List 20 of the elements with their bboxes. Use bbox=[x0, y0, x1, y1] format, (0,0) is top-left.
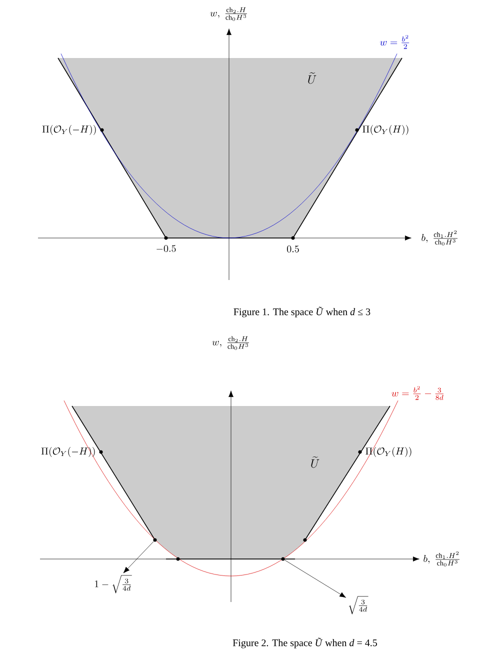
point-label: $\Pi(\mathcal{O}_Y(-H))$ bbox=[41, 447, 95, 458]
axis-label: $b,\ \frac{\mathrm{ch}_1.H^2}{\mathrm{ch}_0H^3}$ bbox=[424, 552, 460, 566]
point-label: $\Pi(\mathcal{O}_Y(H))$ bbox=[362, 125, 408, 135]
arrow bbox=[284, 560, 346, 598]
region-label: $\widetilde{U}$ bbox=[311, 456, 320, 468]
formula-label: $1-\sqrt{\frac{3}{4d}}$ bbox=[95, 575, 132, 594]
tick-label: $-0.5$ bbox=[156, 245, 176, 252]
tick-label: $0.5$ bbox=[287, 246, 299, 252]
region-label: $\widetilde{U}$ bbox=[308, 72, 316, 84]
arrow bbox=[123, 541, 154, 574]
point-label: $\Pi(\mathcal{O}_Y(-H))$ bbox=[42, 125, 96, 135]
figure-caption: Figure 1. The space Ũ when d ≤ 3 bbox=[234, 306, 370, 318]
axis-label: $w,\ \frac{\mathrm{ch}_2.H}{\mathrm{ch}_0H^3}$ bbox=[210, 7, 247, 21]
curve-equation: $w=\frac{b^2}{2}-\frac{3}{8d}$ bbox=[392, 386, 444, 400]
axis-label: $b,\ \frac{\mathrm{ch}_1.H^2}{\mathrm{ch}_0H^3}$ bbox=[422, 230, 458, 246]
axis-label: $w,\ \frac{\mathrm{ch}_2.H}{\mathrm{ch}_0H^3}$ bbox=[212, 336, 249, 350]
curve-equation: $w=\frac{b^2}{2}$ bbox=[380, 35, 410, 49]
point-label: $\Pi(\mathcal{O}_Y(H))$ bbox=[366, 447, 412, 458]
formula-label: $\sqrt{\frac{3}{4d}}$ bbox=[348, 596, 368, 614]
figure-caption: Figure 2. The space Ũ when d = 4.5 bbox=[232, 638, 377, 648]
